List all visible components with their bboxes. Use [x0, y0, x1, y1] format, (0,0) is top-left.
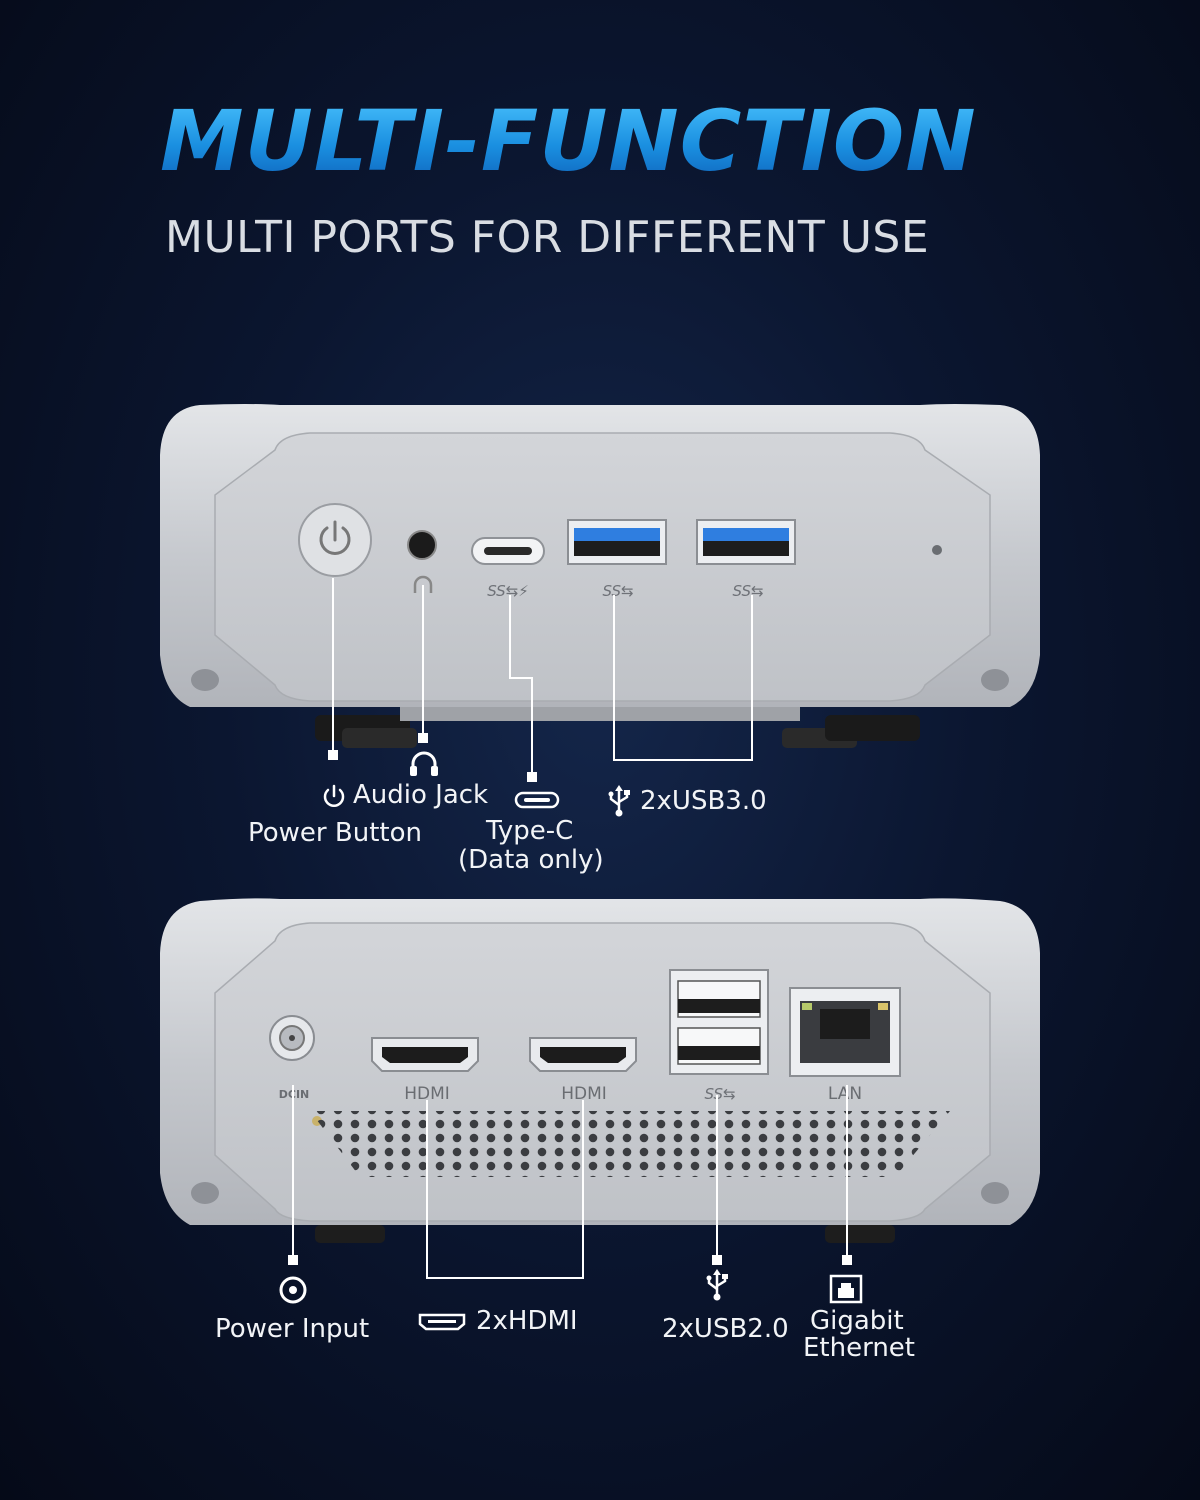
usb3-marking-right: SS⇆ [732, 582, 764, 600]
headphone-icon [413, 575, 433, 593]
hdmi-icon [418, 1313, 466, 1331]
usb3-marking-left: SS⇆ [602, 582, 634, 600]
device-foot [825, 715, 920, 741]
ethernet-label-sub: Ethernet [803, 1333, 915, 1363]
power-input-icon [279, 1276, 307, 1304]
usb2-label: 2xUSB2.0 [662, 1314, 789, 1344]
lan-marking: LAN [828, 1084, 862, 1104]
power-button-label: Power Button [248, 818, 422, 848]
screw-hole [981, 669, 1009, 691]
usb-icon [608, 785, 630, 817]
hdmi-label: 2xHDMI [476, 1306, 578, 1336]
power-icon [323, 784, 345, 807]
usb3-label: 2xUSB3.0 [640, 786, 767, 816]
device-front-face [214, 432, 991, 702]
typec-label-sub: (Data only) [458, 845, 604, 875]
typec-icon [514, 791, 560, 809]
bottom-vent [400, 707, 800, 721]
power-input-label: Power Input [215, 1314, 370, 1344]
audio-jack[interactable] [407, 530, 437, 560]
rear-panel-device: DCIN HDMI HDMI SS⇆ LAN [160, 898, 1040, 1243]
screw-hole [191, 1182, 219, 1204]
device-foot [315, 1225, 385, 1243]
status-led [932, 545, 942, 555]
page-title: MULTI-FUNCTION [160, 92, 977, 190]
ethernet-label: Gigabit [810, 1306, 904, 1336]
page-subtitle: MULTI PORTS FOR DIFFERENT USE [165, 212, 930, 263]
front-callout-lines [0, 0, 1200, 800]
audio-jack-label: Audio Jack [353, 780, 489, 810]
typec-marking: SS⇆⚡ [487, 582, 529, 600]
front-panel-device: SS⇆⚡ SS⇆ SS⇆ [160, 404, 1040, 748]
typec-label: Type-C [486, 816, 574, 846]
vent-grille [310, 1111, 950, 1177]
screw-hole [981, 1182, 1009, 1204]
usb-icon [706, 1269, 728, 1301]
headphone-icon [410, 751, 438, 776]
power-icon [319, 526, 351, 555]
ethernet-icon [829, 1274, 863, 1304]
usb2-marking: SS⇆ [704, 1085, 736, 1103]
device-foot [342, 728, 417, 748]
hdmi-marking-right: HDMI [561, 1084, 607, 1104]
hdmi-marking-left: HDMI [404, 1084, 450, 1104]
rear-callout-lines [0, 0, 1200, 1300]
screw-hole [191, 669, 219, 691]
device-foot [825, 1225, 895, 1243]
